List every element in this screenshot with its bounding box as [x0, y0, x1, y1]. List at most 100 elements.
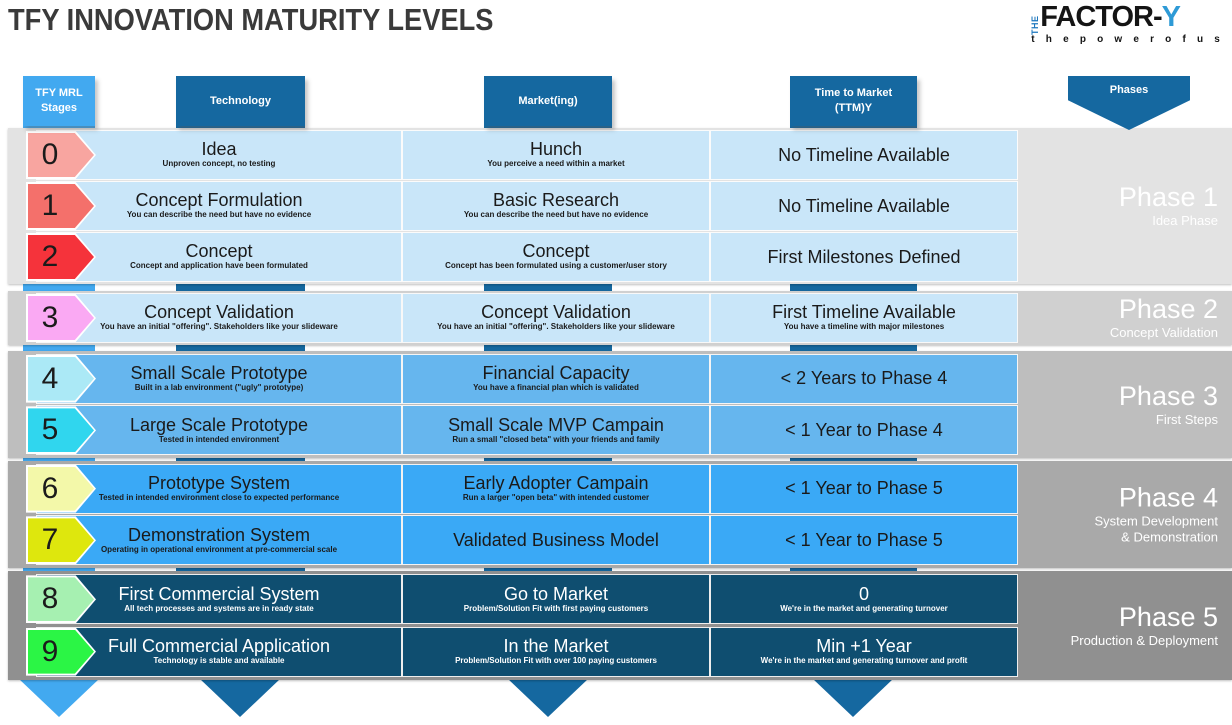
cell-ttm-title: 0: [858, 583, 869, 604]
column-header-market: Market(ing): [484, 76, 612, 126]
cell-ttm-title: First Timeline Available: [772, 302, 956, 323]
cell-market-subtitle: Run a larger "open beta" with intended c…: [462, 492, 650, 502]
factor-y-logo: THE FACTOR- Y t h e p o w e r o f u s: [1030, 1, 1226, 45]
column-header-technology: Technology: [176, 76, 305, 126]
cell-technology-title: Idea: [201, 139, 237, 160]
cell-technology-subtitle: Concept and application have been formul…: [130, 261, 308, 271]
cell-market-subtitle: Run a small "closed beta" with your frie…: [452, 434, 660, 444]
page-title: TFY INNOVATION MATURITY LEVELS: [8, 2, 494, 37]
cell-ttm-subtitle: We're in the market and generating turno…: [780, 603, 948, 613]
phase-subtitle: Production & Deployment: [1070, 632, 1218, 648]
phase-subtitle: Idea Phase: [1152, 213, 1218, 229]
cell-ttm: < 1 Year to Phase 5: [711, 464, 1017, 513]
market-column-end-arrow-icon: [508, 679, 588, 717]
cell-technology-subtitle: You have an initial "offering". Stakehol…: [100, 322, 338, 332]
stage-number: 2: [41, 240, 59, 273]
cell-technology-subtitle: Technology is stable and available: [153, 655, 285, 665]
cell-market-title: Concept: [522, 241, 590, 262]
cell-technology-subtitle: You can describe the need but have no ev…: [126, 210, 312, 220]
logo-factor-text: FACTOR-: [1040, 1, 1162, 33]
cell-technology-title: Prototype System: [147, 473, 291, 494]
cell-ttm: First Milestones Defined: [711, 233, 1017, 281]
ttm-column-end-arrow-icon: [813, 679, 893, 717]
column-header-ttm: Time to Market (TTM)Y: [790, 76, 917, 126]
cell-ttm-title: Min +1 Year: [816, 636, 912, 657]
phase-subtitle: Concept Validation: [1109, 325, 1218, 341]
cell-market: Validated Business Model: [403, 516, 709, 565]
cell-ttm-title: First Milestones Defined: [767, 246, 961, 267]
cell-technology-title: Concept: [185, 241, 253, 262]
stage-number: 8: [41, 582, 59, 616]
cell-market-title: Basic Research: [492, 190, 620, 211]
cell-technology-title: Demonstration System: [127, 524, 311, 545]
technology-column-end-arrow-icon: [200, 679, 280, 717]
cell-technology-title: Small Scale Prototype: [130, 363, 308, 384]
stage-arrow-fill: 3: [28, 296, 94, 340]
cell-technology-title: First Commercial System: [118, 583, 320, 604]
cell-ttm-subtitle: You have a timeline with major milestone…: [783, 322, 945, 332]
phase-name: Phase 2: [1118, 294, 1218, 325]
cell-technology-subtitle: Tested in intended environment close to …: [98, 492, 340, 502]
logo-wordmark: THE FACTOR- Y: [1030, 1, 1226, 36]
logo-tagline: t h e p o w e r o f u s: [1031, 34, 1224, 45]
cell-technology-subtitle: All tech processes and systems are in re…: [124, 603, 314, 613]
stage-number: 7: [41, 523, 59, 557]
stage-number: 4: [41, 361, 59, 395]
phase-subtitle: First Steps: [1155, 411, 1218, 427]
cell-market-subtitle: You can describe the need but have no ev…: [463, 210, 649, 220]
phase-name: Phase 1: [1118, 182, 1218, 213]
cell-technology-subtitle: Unproven concept, no testing: [162, 159, 276, 169]
cell-market-subtitle: Concept has been formulated using a cust…: [445, 261, 667, 271]
cell-ttm: No Timeline Available: [711, 182, 1017, 230]
cell-technology-title: Concept Formulation: [135, 190, 303, 211]
cell-market-title: Go to Market: [503, 583, 609, 604]
cell-market-title: In the Market: [503, 636, 609, 657]
logo-the-text: THE: [1030, 15, 1041, 36]
cell-ttm-title: < 2 Years to Phase 4: [780, 368, 948, 389]
phases-header-label: Phases: [1109, 84, 1149, 96]
cell-ttm: < 1 Year to Phase 4: [711, 406, 1017, 455]
cell-market-subtitle: Problem/Solution Fit with over 100 payin…: [455, 655, 657, 665]
stage-number: 9: [41, 634, 59, 668]
column-header-phases: Phases: [1068, 76, 1190, 130]
cell-technology-title: Large Scale Prototype: [129, 414, 309, 435]
cell-ttm-title: < 1 Year to Phase 5: [785, 478, 943, 499]
cell-market-subtitle: You have a financial plan which is valid…: [473, 382, 639, 392]
stage-number: 5: [41, 413, 59, 447]
cell-ttm-title: No Timeline Available: [778, 144, 950, 165]
phase-name: Phase 5: [1118, 601, 1218, 632]
cell-market-title: Early Adopter Campain: [463, 473, 649, 494]
cell-technology-subtitle: Built in a lab environment ("ugly" proto…: [134, 382, 304, 392]
cell-market-subtitle: You perceive a need within a market: [487, 159, 625, 169]
stage-number: 0: [41, 138, 59, 171]
